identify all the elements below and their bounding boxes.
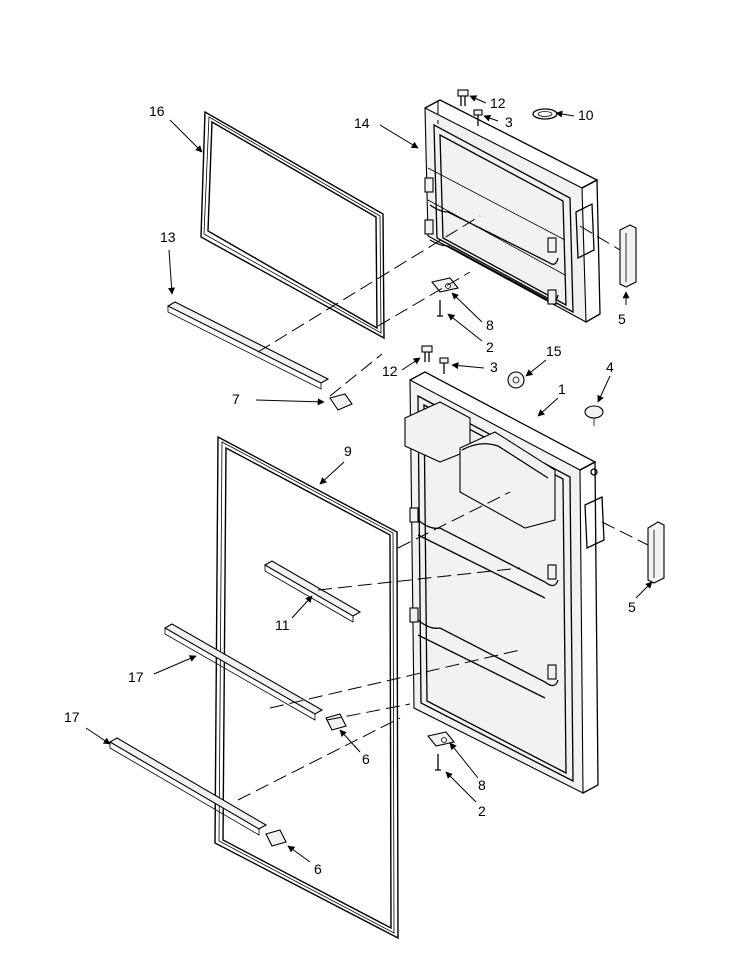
plug-4 bbox=[584, 405, 604, 426]
callout-14: 14 bbox=[354, 115, 370, 131]
assembly-lines bbox=[237, 100, 649, 801]
callout-10: 10 bbox=[578, 107, 594, 123]
callout-labels: 16 13 14 12 3 10 5 8 2 12 3 15 1 4 7 9 5… bbox=[64, 95, 636, 877]
screw-top bbox=[473, 109, 483, 126]
end-cap-6-upper bbox=[325, 713, 347, 731]
callout-6-upper: 6 bbox=[362, 751, 370, 767]
callout-2-bottom: 2 bbox=[478, 803, 486, 819]
callout-7: 7 bbox=[232, 391, 240, 407]
freezer-door-gasket bbox=[200, 110, 385, 340]
callout-8-top: 8 bbox=[486, 317, 494, 333]
callout-8-bottom: 8 bbox=[478, 777, 486, 793]
callout-4: 4 bbox=[606, 359, 614, 375]
plug-10 bbox=[532, 108, 558, 120]
callout-2-top: 2 bbox=[486, 339, 494, 355]
callout-6-lower: 6 bbox=[314, 861, 322, 877]
callout-11: 11 bbox=[275, 617, 290, 633]
callout-9: 9 bbox=[344, 443, 352, 459]
fresh-food-trim-17-lower bbox=[108, 737, 268, 836]
freezer-trim-13 bbox=[166, 301, 330, 390]
callout-5-bottom: 5 bbox=[628, 599, 636, 615]
fresh-food-door-gasket bbox=[214, 435, 399, 940]
callout-13: 13 bbox=[160, 229, 176, 245]
end-cap-7 bbox=[329, 393, 353, 411]
callout-5-top: 5 bbox=[618, 311, 626, 327]
upper-hinge-bracket bbox=[431, 277, 459, 317]
callout-12-top: 12 bbox=[490, 95, 506, 111]
fresh-food-door bbox=[404, 371, 605, 794]
callout-3-top: 3 bbox=[505, 114, 513, 130]
hinge-pin-middle bbox=[421, 345, 433, 362]
fresh-food-door-handle bbox=[647, 521, 665, 584]
end-cap-6-lower bbox=[265, 829, 287, 847]
leader-arrows bbox=[85, 95, 653, 863]
callout-17-lower: 17 bbox=[64, 709, 80, 725]
cam-15 bbox=[507, 371, 525, 389]
callout-3-middle: 3 bbox=[490, 359, 498, 375]
callout-16: 16 bbox=[149, 103, 165, 119]
screw-middle bbox=[439, 357, 449, 374]
freezer-door-handle bbox=[619, 224, 637, 288]
callout-17-upper: 17 bbox=[128, 669, 144, 685]
hinge-pin-top bbox=[457, 89, 469, 106]
freezer-door bbox=[424, 99, 601, 323]
fresh-food-trim-17-upper bbox=[163, 623, 324, 721]
callout-15: 15 bbox=[546, 343, 562, 359]
lower-hinge-bracket bbox=[427, 731, 455, 771]
callout-12-middle: 12 bbox=[382, 363, 398, 379]
callout-1: 1 bbox=[558, 381, 566, 397]
